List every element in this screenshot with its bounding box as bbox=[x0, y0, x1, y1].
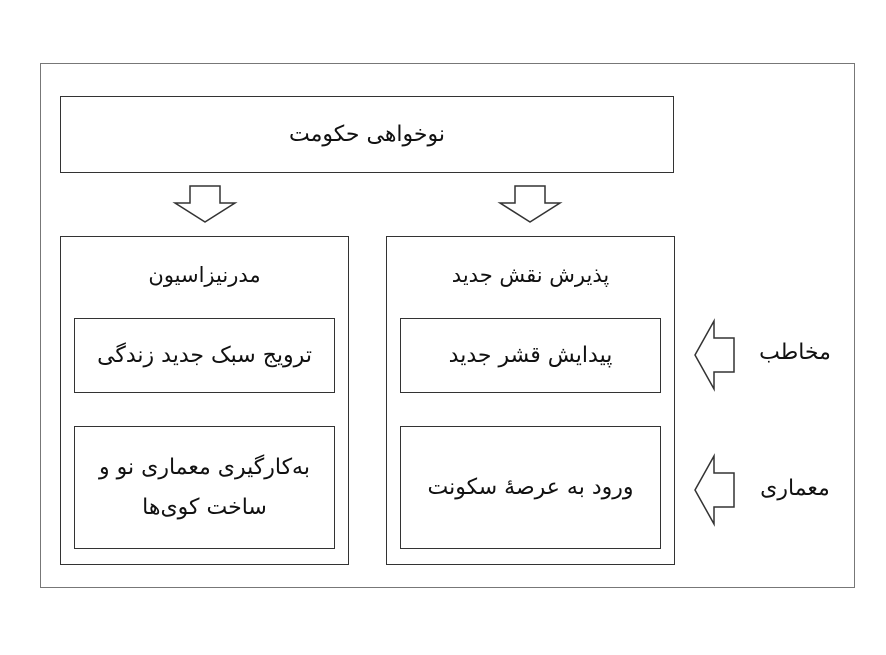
left-item-box: ترویج سبک جدید زندگی bbox=[74, 318, 335, 393]
side-label-audience: مخاطب bbox=[759, 340, 831, 365]
top-box-label: نوخواهی حکومت bbox=[289, 121, 445, 147]
right-item-label: ورود به عرصهٔ سکونت bbox=[427, 474, 634, 500]
left-group: مدرنیزاسیون bbox=[60, 236, 349, 565]
left-item-label-line2: ساخت کوی‌ها bbox=[142, 494, 267, 520]
down-arrow-icon bbox=[172, 185, 238, 223]
left-group-title: مدرنیزاسیون bbox=[148, 263, 261, 287]
left-item-label-line1: به‌کارگیری معماری نو و bbox=[99, 454, 310, 480]
top-box: نوخواهی حکومت bbox=[60, 96, 674, 173]
right-group-title: پذیرش نقش جدید bbox=[451, 263, 610, 287]
down-arrow-icon bbox=[497, 185, 563, 223]
right-item-box: پیدایش قشر جدید bbox=[400, 318, 661, 393]
left-item-box: به‌کارگیری معماری نو و ساخت کوی‌ها bbox=[74, 426, 335, 549]
left-item-label: ترویج سبک جدید زندگی bbox=[97, 342, 312, 368]
diagram-frame bbox=[40, 63, 855, 588]
right-item-label: پیدایش قشر جدید bbox=[448, 342, 613, 368]
right-group: پذیرش نقش جدید bbox=[386, 236, 675, 565]
right-item-box: ورود به عرصهٔ سکونت bbox=[400, 426, 661, 549]
left-arrow-icon bbox=[694, 453, 735, 527]
left-arrow-icon bbox=[694, 318, 735, 392]
side-label-architecture: معماری bbox=[760, 476, 830, 501]
